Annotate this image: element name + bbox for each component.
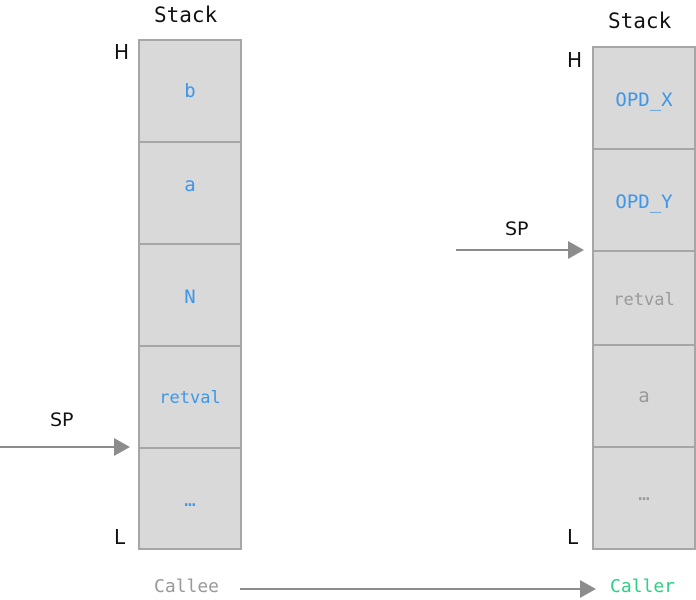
left-low-label: L (114, 525, 126, 549)
caller-label: Caller (610, 576, 676, 597)
left-stack-cell-retval: retval (140, 347, 240, 449)
left-stack-cell-b: b (140, 41, 240, 143)
right-stack-cell-label: OPD_X (615, 89, 673, 111)
callee-to-caller-arrow (240, 580, 596, 598)
callee-label: Callee (154, 576, 220, 597)
right-stack-cell-retval: retval (594, 252, 694, 346)
left-stack-cell-label: b (184, 80, 196, 102)
right-stack-cell-a: a (594, 346, 694, 448)
right-stack-cell-label: a (638, 385, 650, 407)
left-stack: b a N retval … (138, 39, 242, 550)
left-stack-cell-label: … (184, 488, 196, 511)
right-low-label: L (567, 525, 579, 549)
right-stack-cell-opd-x: OPD_X (594, 48, 694, 150)
left-stack-cell-a: a (140, 143, 240, 245)
right-stack-cell-opd-y: OPD_Y (594, 150, 694, 252)
right-stack-cell-ellipsis: … (594, 448, 694, 548)
left-high-label: H (114, 40, 130, 64)
right-stack-cell-label: OPD_Y (615, 191, 673, 213)
left-stack-cell-n: N (140, 245, 240, 347)
right-stack-cell-label: … (638, 483, 650, 505)
left-stack-cell-label: a (184, 174, 196, 196)
left-stack-title: Stack (154, 3, 218, 27)
left-sp-label: SP (50, 409, 74, 431)
right-stack-cell-label: retval (613, 290, 675, 310)
right-sp-label: SP (505, 218, 529, 240)
left-stack-cell-label: retval (159, 388, 221, 408)
right-sp-arrow (456, 241, 584, 259)
left-stack-cell-ellipsis: … (140, 449, 240, 548)
left-sp-arrow (0, 438, 130, 456)
left-stack-cell-label: N (184, 286, 196, 308)
right-stack: OPD_X OPD_Y retval a … (592, 46, 696, 550)
right-high-label: H (567, 48, 583, 72)
right-stack-title: Stack (608, 9, 672, 33)
